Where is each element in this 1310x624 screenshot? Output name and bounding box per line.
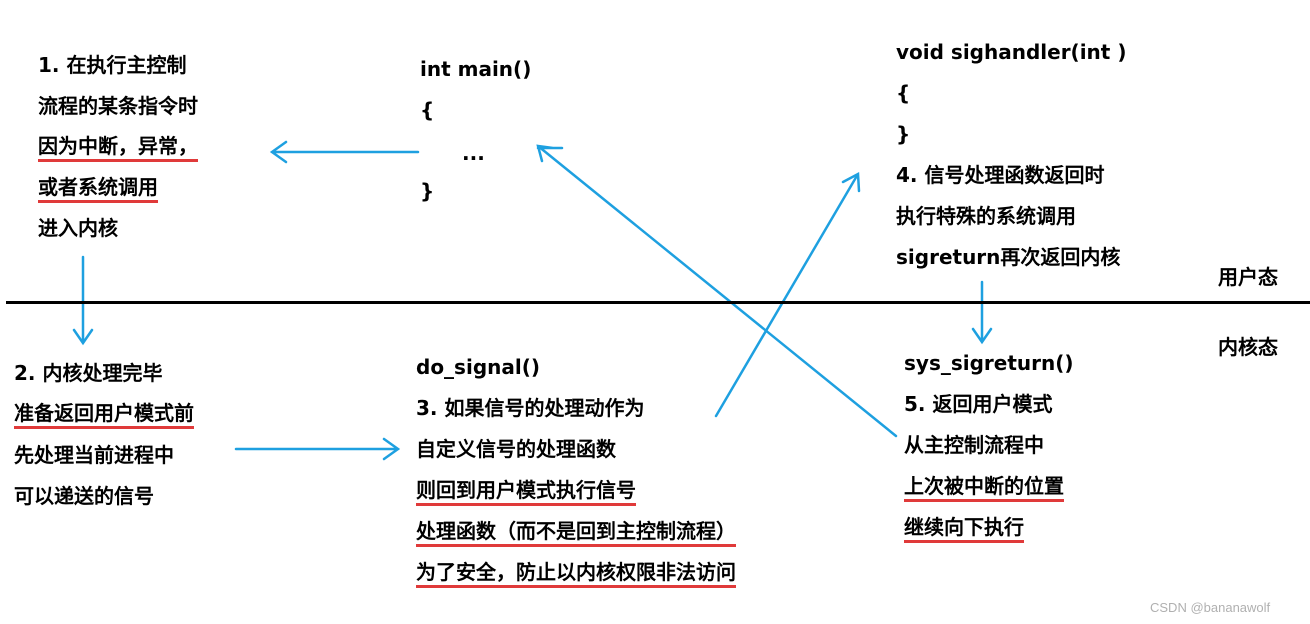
step3-line-6-text: 为了安全，防止以内核权限非法访问	[416, 560, 736, 588]
watermark: CSDN @bananawolf	[1150, 600, 1271, 615]
arrow-step3-to-handler	[714, 171, 861, 418]
step3-line-5-text: 处理函数（而不是回到主控制流程）	[416, 519, 736, 547]
step3-line-6: 为了安全，防止以内核权限非法访问	[416, 559, 736, 588]
handler-line-2: {	[896, 81, 911, 105]
step5-line-5: 继续向下执行	[904, 514, 1024, 543]
step3-line-4: 则回到用户模式执行信号	[416, 477, 636, 506]
arrow-step1-to-step2	[72, 255, 94, 346]
handler-line-5: 执行特殊的系统调用	[896, 204, 1076, 228]
step2-line-2: 准备返回用户模式前	[14, 400, 194, 429]
step1-line-3: 因为中断，异常，	[38, 133, 198, 162]
step1-line-4: 或者系统调用	[38, 174, 158, 203]
kernel-mode-label: 内核态	[1218, 335, 1278, 359]
step1-line-1: 1. 在执行主控制	[38, 53, 187, 77]
main-line-2: {	[420, 98, 435, 122]
step2-line-2-text: 准备返回用户模式前	[14, 401, 194, 429]
step3-line-1: do_signal()	[416, 355, 541, 379]
step1-line-2: 流程的某条指令时	[38, 94, 198, 118]
step3-line-2: 3. 如果信号的处理动作为	[416, 396, 645, 420]
step5-line-4-text: 上次被中断的位置	[904, 474, 1064, 502]
user-mode-label: 用户态	[1218, 265, 1278, 289]
step3-line-5: 处理函数（而不是回到主控制流程）	[416, 518, 736, 547]
step2-line-4: 可以递送的信号	[14, 484, 154, 508]
step5-line-4: 上次被中断的位置	[904, 473, 1064, 502]
handler-line-6: sigreturn再次返回内核	[896, 245, 1121, 269]
main-line-3: ...	[462, 141, 485, 165]
handler-line-4: 4. 信号处理函数返回时	[896, 163, 1105, 187]
step5-line-3: 从主控制流程中	[904, 433, 1044, 457]
step5-line-5-text: 继续向下执行	[904, 515, 1024, 543]
handler-line-1: void sighandler(int )	[896, 40, 1127, 64]
step3-line-4-text: 则回到用户模式执行信号	[416, 478, 636, 506]
step5-line-1: sys_sigreturn()	[904, 351, 1074, 375]
arrow-step5-to-main	[536, 144, 898, 438]
handler-line-3: }	[896, 122, 911, 146]
main-line-4: }	[420, 179, 435, 203]
step1-line-4-text: 或者系统调用	[38, 175, 158, 203]
step1-line-3-text: 因为中断，异常，	[38, 134, 198, 162]
main-line-1: int main()	[420, 57, 532, 81]
step5-line-2: 5. 返回用户模式	[904, 392, 1053, 416]
step2-line-3: 先处理当前进程中	[14, 443, 174, 467]
arrow-handler-to-sigreturn	[971, 280, 993, 345]
user-kernel-divider	[6, 301, 1310, 304]
step1-line-5: 进入内核	[38, 216, 118, 240]
step2-line-1: 2. 内核处理完毕	[14, 361, 163, 385]
arrow-step2-to-step3	[234, 437, 401, 461]
arrow-main-to-step1	[269, 140, 420, 164]
step3-line-3: 自定义信号的处理函数	[416, 437, 616, 461]
